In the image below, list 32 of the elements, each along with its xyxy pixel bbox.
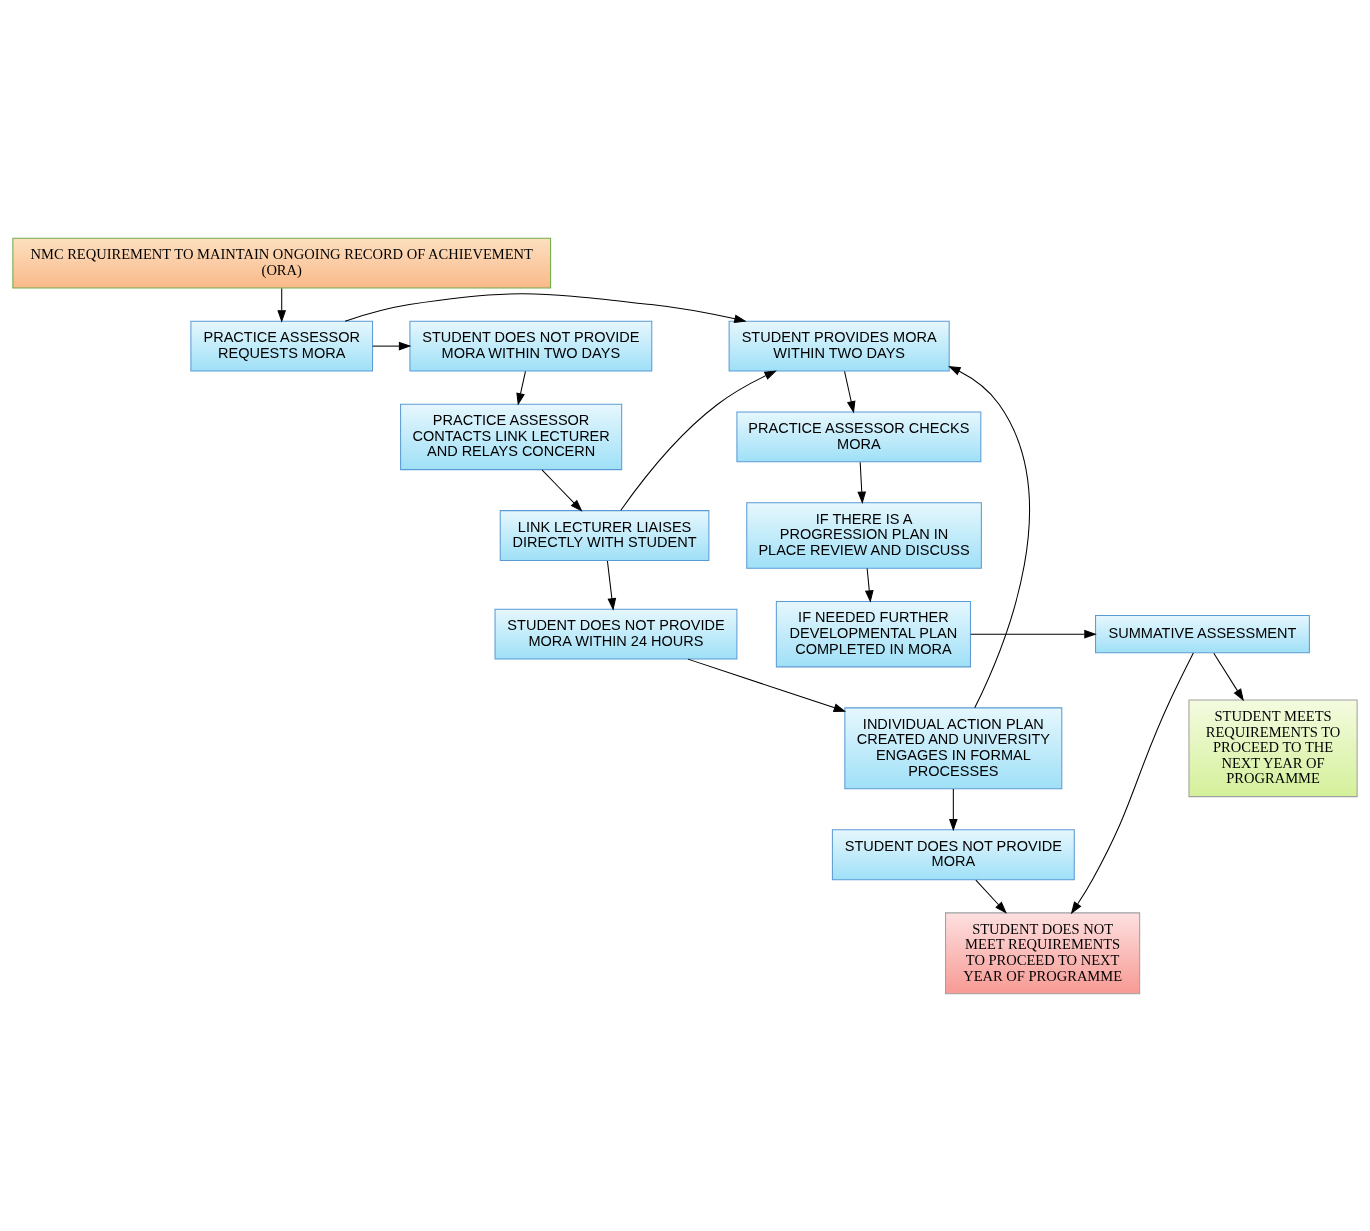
node-box: STUDENT PROVIDES MORA WITHIN TWO DAYS bbox=[728, 320, 950, 372]
node-box: STUDENT DOES NOT PROVIDE MORA bbox=[831, 828, 1075, 880]
arrow bbox=[857, 461, 867, 504]
arrow bbox=[975, 879, 1007, 914]
node-box: PRACTICE ASSESSOR CHECKS MORA bbox=[736, 411, 982, 462]
arrow bbox=[844, 370, 856, 413]
node-box: STUDENT DOES NOT PROVIDE MORA WITHIN TWO DAYS bbox=[409, 320, 653, 372]
arrow bbox=[970, 629, 1097, 639]
arrow bbox=[606, 559, 617, 611]
arrow bbox=[541, 468, 583, 512]
arrow bbox=[516, 370, 526, 406]
node-box: PRACTICE ASSESSOR CONTACTS LINK LECTURER AND RELAYS CONCERN bbox=[400, 403, 623, 470]
arrow bbox=[277, 287, 287, 323]
arrow bbox=[864, 567, 874, 603]
node-box: NMC REQUIREMENT TO MAINTAIN ONGOING RECORD OF ACHIEVEMENT (ORA) bbox=[12, 237, 552, 288]
arrow bbox=[1213, 652, 1244, 701]
arrow bbox=[1070, 651, 1194, 914]
arrow bbox=[344, 292, 747, 323]
node-box: LINK LECTURER LIAISES DIRECTLY WITH STUDENT bbox=[499, 509, 710, 561]
node-box: PRACTICE ASSESSOR REQUESTS MORA bbox=[190, 320, 374, 372]
arrow bbox=[948, 788, 958, 831]
node-box: STUDENT DOES NOT PROVIDE MORA WITHIN 24 HOURS bbox=[494, 608, 738, 660]
node-box: IF THERE IS A PROGRESSION PLAN IN PLACE REVIEW AND DISCUSS bbox=[746, 501, 982, 569]
node-box: SUMMATIVE ASSESSMENT bbox=[1095, 614, 1310, 653]
arrow bbox=[620, 369, 777, 511]
node-box: STUDENT MEETS REQUIREMENTS TO PROCEED TO THE NEXT YEAR OF PROGRAMME bbox=[1188, 699, 1358, 797]
node-box: INDIVIDUAL ACTION PLAN CREATED AND UNIVERSITY ENGAGES IN FORMAL PROCESSES bbox=[844, 706, 1063, 789]
node-box: STUDENT DOES NOT MEET REQUIREMENTS TO PROCEED TO NEXT YEAR OF PROGRAMME bbox=[945, 911, 1141, 994]
node-box: IF NEEDED FURTHER DEVELOPMENTAL PLAN COMPLETED IN MORA bbox=[775, 600, 971, 667]
arrow bbox=[372, 341, 412, 350]
arrow bbox=[687, 658, 847, 712]
arrow bbox=[948, 365, 1031, 708]
